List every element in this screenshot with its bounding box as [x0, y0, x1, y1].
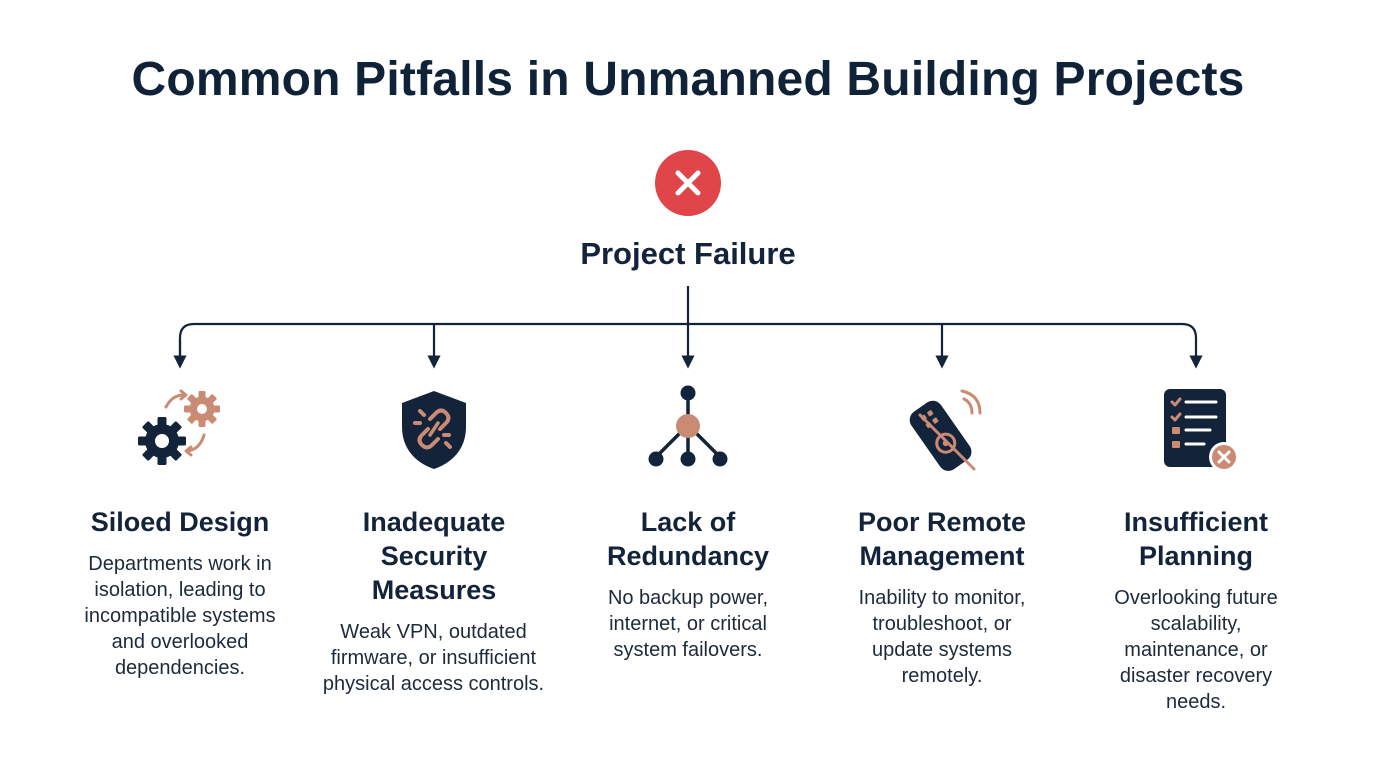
gears-icon: [138, 389, 220, 465]
root-node: Project Failure: [538, 150, 838, 272]
pitfall-title: Insufficient Planning: [1123, 507, 1268, 571]
pitfall-description: Departments work in isolation, leading t…: [84, 553, 276, 679]
remote-control-disabled-icon: [909, 389, 982, 471]
page-title: Common Pitfalls in Unmanned Building Pro…: [131, 53, 1245, 106]
pitfall-title: Lack of Redundancy: [606, 507, 770, 571]
pitfall-description: Inability to monitor, troubleshoot, or u…: [858, 587, 1026, 687]
shield-broken-link-icon: [402, 391, 466, 469]
pitfall-description: Overlooking future scalability, maintena…: [1114, 587, 1278, 713]
connector-bus: [178, 322, 1203, 369]
root-label: Project Failure: [580, 236, 796, 271]
network-node-icon: [648, 385, 728, 467]
pitfall-insufficient-planning: Insufficient Planning Overlooking future…: [1071, 385, 1321, 715]
pitfall-poor-remote-management: Poor Remote Management Inability to moni…: [817, 385, 1067, 689]
pitfall-siloed-design: Siloed Design Departments work in isolat…: [55, 385, 305, 681]
pitfall-description: No backup power, internet, or critical s…: [607, 587, 769, 661]
pitfall-description: Weak VPN, outdated firmware, or insuffic…: [322, 621, 545, 695]
pitfall-inadequate-security: Inadequate Security Measures Weak VPN, o…: [309, 385, 559, 697]
pitfall-title: Siloed Design: [90, 507, 270, 537]
pitfall-title: Poor Remote Management: [857, 507, 1027, 571]
pitfall-title: Inadequate Security Measures: [362, 507, 506, 605]
checklist-error-icon: [1164, 389, 1239, 472]
pitfall-lack-of-redundancy: Lack of Redundancy No backup power, inte…: [563, 385, 813, 663]
x-circle-icon: [655, 150, 721, 216]
